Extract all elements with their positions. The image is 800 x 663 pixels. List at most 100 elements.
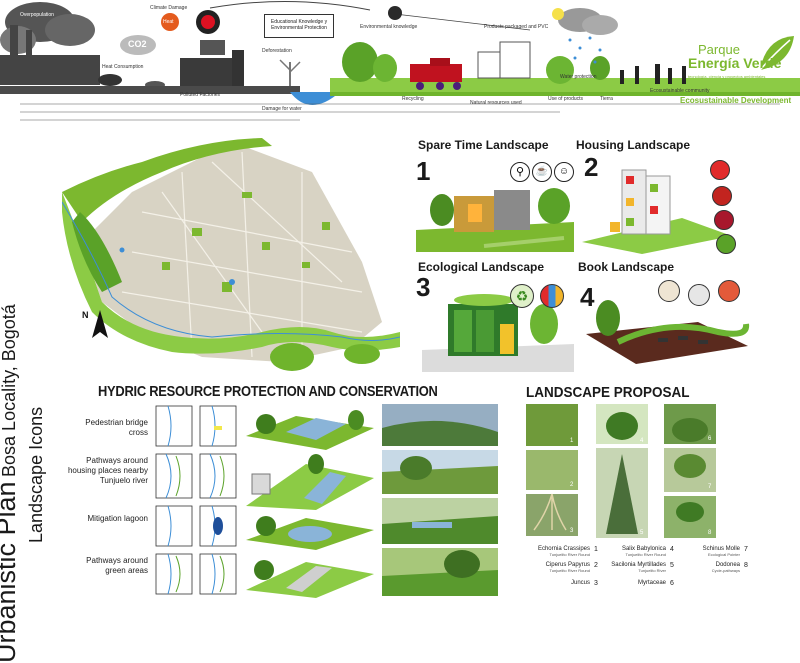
landscape-number: 4 bbox=[580, 282, 595, 312]
co2-label: CO2 bbox=[128, 39, 147, 49]
landscape-number: 1 bbox=[416, 156, 431, 186]
hydric-row-label: Pedestrian bridge cross bbox=[85, 418, 148, 437]
heat-label: Heat bbox=[163, 19, 174, 25]
map-graphic bbox=[61, 138, 401, 371]
banner-note: Overpopulation bbox=[20, 12, 54, 18]
vertical-title: Urbanistic Plan Bosa Locality, Bogotá La… bbox=[0, 173, 53, 663]
species-name: Juncus bbox=[570, 580, 590, 586]
species-name: Schinus Molle bbox=[702, 546, 740, 552]
vertical-title-main: Urbanistic Plan bbox=[0, 481, 21, 663]
banner-note: Climate Damage bbox=[150, 5, 188, 11]
ecological-render bbox=[422, 294, 574, 372]
apple-icon bbox=[712, 186, 732, 206]
species-item: Echornia Crassipes Tunjuelito River Roun… bbox=[520, 546, 590, 557]
tile-number: 4 bbox=[640, 438, 644, 444]
proposal-title: LANDSCAPE PROPOSAL bbox=[526, 384, 690, 401]
species-item: Salix Babylonica Tunjuelito River Round bbox=[598, 546, 666, 557]
banner-subtitle: Ecosustainable Development bbox=[680, 96, 792, 105]
hydric-plan-sketches bbox=[154, 404, 242, 596]
species-location: Tunjuelito River Round bbox=[625, 552, 666, 557]
species-location: Cycle-pathways bbox=[711, 568, 740, 573]
species-name: Dodonea bbox=[715, 562, 740, 568]
species-name: Ciperus Papyrus bbox=[545, 562, 590, 568]
books-icon bbox=[658, 280, 680, 302]
tomato-icon bbox=[710, 160, 730, 180]
species-number: 7 bbox=[744, 546, 748, 553]
berries-icon bbox=[714, 210, 734, 230]
banner-note: Damage for water bbox=[262, 106, 302, 112]
brand-tagline: tecnología, ciencia y proyectos ambienta… bbox=[688, 74, 766, 79]
banner-note: Heat Consumption bbox=[102, 64, 144, 70]
banner-note: Water protection bbox=[560, 74, 597, 80]
book-render bbox=[586, 300, 750, 364]
species-number: 2 bbox=[594, 562, 598, 569]
species-name: Salix Babylonica bbox=[621, 546, 666, 552]
species-number: 6 bbox=[670, 580, 674, 587]
hydric-photos bbox=[382, 404, 500, 598]
species-location: Tunjuelito River Round bbox=[549, 552, 590, 557]
tile-number: 3 bbox=[570, 528, 574, 534]
species-name: Sacilonia Myrtillades bbox=[611, 562, 666, 568]
magazine-icon bbox=[718, 280, 740, 302]
species-item: Myrtaceae bbox=[598, 580, 666, 586]
species-item: Sacilonia Myrtillades Tunjuelito River bbox=[598, 562, 666, 573]
species-number: 3 bbox=[594, 580, 598, 587]
hydric-renders bbox=[246, 402, 376, 598]
plant-tile bbox=[526, 404, 578, 446]
recycle-icon: ♻ bbox=[510, 284, 534, 308]
landscape-card-4: Book Landscape 4 bbox=[578, 258, 758, 372]
species-location: Ecological Pointer bbox=[707, 552, 740, 557]
brand-line1: Parque bbox=[698, 42, 740, 57]
species-number: 8 bbox=[744, 562, 748, 569]
north-arrow: N bbox=[82, 310, 110, 350]
species-number: 4 bbox=[670, 546, 674, 553]
banner-note: Natural resources used bbox=[470, 100, 522, 106]
species-item: Juncus bbox=[520, 580, 590, 586]
housing-render bbox=[582, 169, 732, 254]
tile-number: 1 bbox=[570, 438, 574, 444]
hydric-row-label: Pathways around housing places nearby Tu… bbox=[67, 456, 148, 485]
species-name: Echornia Crassipes bbox=[537, 546, 590, 552]
hydric-title: HYDRIC RESOURCE PROTECTION AND CONSERVAT… bbox=[98, 383, 438, 400]
landscape-title: Book Landscape bbox=[578, 260, 675, 274]
species-item: Schinus Molle Ecological Pointer bbox=[676, 546, 740, 557]
species-number: 5 bbox=[670, 562, 674, 569]
recycle-circle-icon bbox=[388, 6, 402, 20]
educational-knowledge-label: Educational Knowledge y Environmental Pr… bbox=[270, 19, 328, 31]
banner-note: Use of products bbox=[548, 96, 584, 102]
landscape-card-2: Housing Landscape 2 bbox=[576, 136, 752, 254]
top-banner: CO2 Heat Educational Knowledge y Environ… bbox=[0, 0, 800, 128]
tile-number: 7 bbox=[708, 484, 712, 490]
educational-knowledge-box: Educational Knowledge y Environmental Pr… bbox=[264, 14, 334, 38]
banner-note: Deforestation bbox=[262, 48, 292, 54]
landscape-title: Housing Landscape bbox=[576, 138, 691, 152]
species-name: Myrtaceae bbox=[637, 580, 666, 586]
banner-note: Tierra bbox=[600, 96, 613, 102]
landscape-title: Ecological Landscape bbox=[418, 260, 545, 274]
banner-note: Polluted Factories bbox=[180, 92, 221, 98]
north-arrow-icon bbox=[92, 310, 108, 338]
tile-number: 6 bbox=[708, 436, 712, 442]
hydric-photo-graphic bbox=[382, 404, 498, 596]
species-location: Tunjuelito River Round bbox=[549, 568, 590, 573]
hydric-render-graphic bbox=[246, 410, 374, 598]
urban-map: N bbox=[61, 132, 401, 380]
leaf-icon bbox=[759, 36, 794, 71]
brand-logo: Parque Energía Verde tecnología, ciencia… bbox=[688, 36, 798, 88]
picnic-icon: ☕ bbox=[532, 162, 552, 182]
plant-grid-graphic bbox=[533, 412, 708, 534]
landscape-number: 2 bbox=[584, 152, 599, 182]
landscape-title: Spare Time Landscape bbox=[418, 138, 549, 152]
landscape-card-1: Spare Time Landscape 1 ⚲ ☕ ☺ bbox=[414, 136, 584, 254]
tile-number: 5 bbox=[640, 530, 644, 536]
tile-number: 8 bbox=[708, 530, 712, 536]
plant-tile bbox=[526, 450, 578, 490]
banner-note: Environmental knowledge bbox=[360, 24, 418, 30]
north-label: N bbox=[82, 310, 89, 320]
colored-bins-icon bbox=[540, 284, 564, 308]
hydric-row-label: Mitigation lagoon bbox=[87, 514, 148, 523]
banner-note: Ecosustainable community bbox=[650, 88, 710, 94]
spare-time-render bbox=[416, 188, 574, 252]
brand-line2: Energía Verde bbox=[688, 55, 782, 71]
plan-sketch-graphic bbox=[155, 405, 237, 595]
